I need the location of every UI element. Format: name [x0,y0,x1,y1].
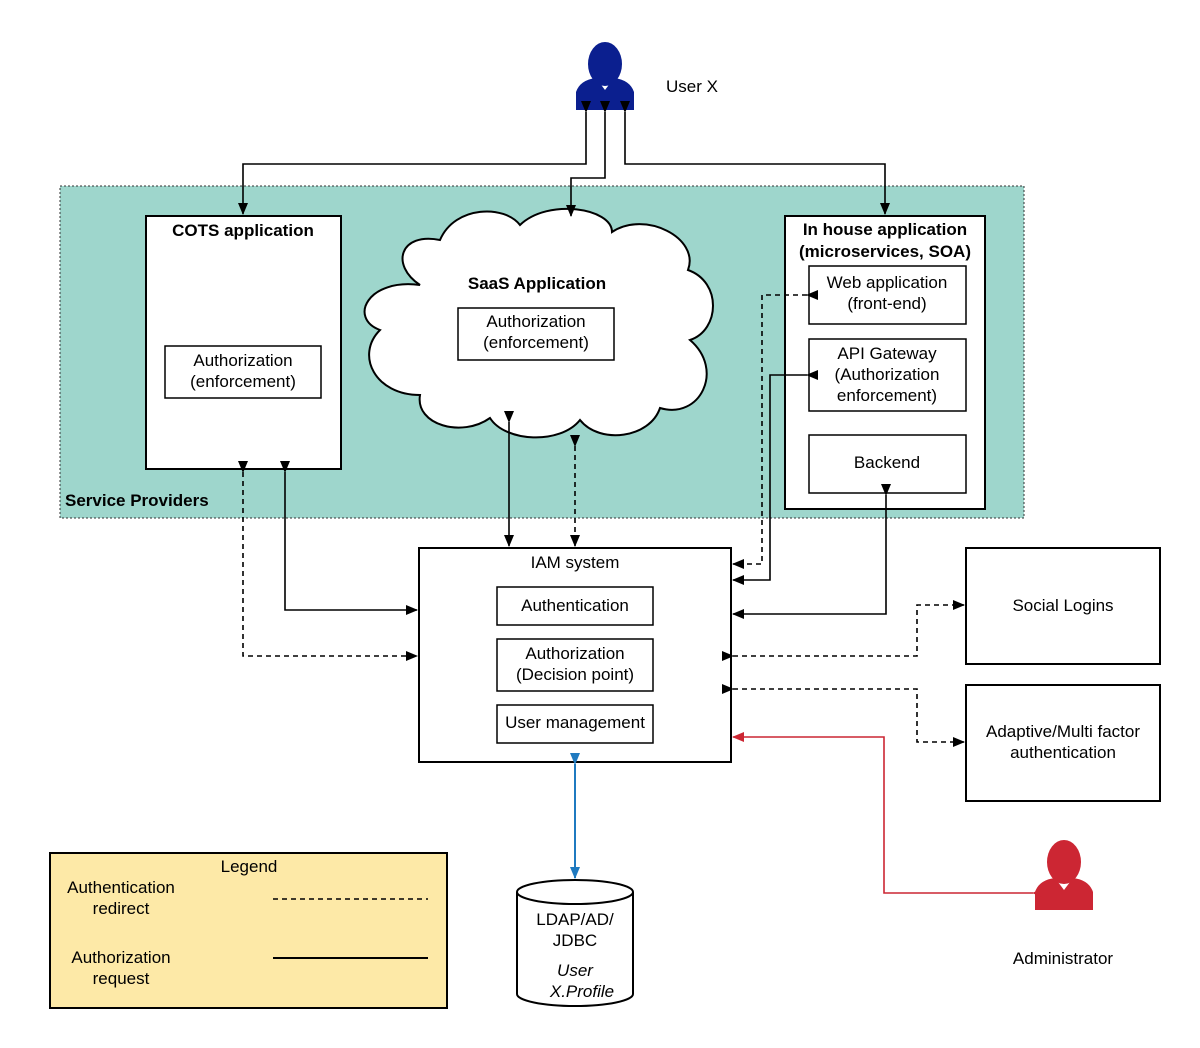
web-application-line2: (front-end) [847,294,926,313]
service-providers-label: Service Providers [65,491,209,510]
admin-user-icon [1035,840,1093,910]
edge-cots-iam-redirect [238,461,418,661]
api-gateway-line3: enforcement) [837,386,937,405]
edge-user-saas [566,101,610,217]
legend-box [49,852,448,1009]
saas-authorization-line2: (enforcement) [483,333,589,352]
iam-authorization-box [496,638,654,692]
iam-authorization-line1: Authorization [525,644,624,663]
mfa-line2: authentication [1010,743,1116,762]
iam-user-management-box [496,704,654,744]
cots-title: COTS application [172,221,314,240]
edge-admin-iam [732,732,1044,898]
social-logins-label: Social Logins [1012,596,1113,615]
iam-authentication-box [496,586,654,626]
cots-authorization-line2: (enforcement) [190,372,296,391]
api-gateway-line2: (Authorization [835,365,940,384]
datastore-line4: X.Profile [549,982,614,1001]
datastore-line2: JDBC [553,931,597,950]
legend-auth-redirect-line2: redirect [93,899,150,918]
edge-user-inhouse [620,101,890,215]
web-application-line1: Web application [827,273,948,292]
inhouse-title-line1: In house application [803,220,967,239]
iam-title: IAM system [531,553,620,572]
iam-authentication-label: Authentication [521,596,629,615]
api-gateway-line1: API Gateway [837,344,937,363]
cots-authorization-box [164,345,322,399]
saas-title: SaaS Application [468,274,606,293]
iam-authorization-line2: (Decision point) [516,665,634,684]
edge-iam-social [722,600,965,661]
legend-auth-redirect-line1: Authentication [67,878,175,897]
legend-authz-request-line2: request [93,969,150,988]
saas-authorization-box [457,307,615,361]
social-logins-box [965,547,1161,665]
datastore-line3: User [557,961,594,980]
legend-title: Legend [221,857,278,876]
edge-iam-mfa [722,684,965,747]
ldap-datastore-cylinder [516,879,634,1007]
backend-label: Backend [854,453,920,472]
cots-application-box [145,215,342,470]
saas-authorization-line1: Authorization [486,312,585,331]
administrator-label: Administrator [1013,949,1113,968]
api-gateway-box [808,338,967,412]
user-icon [576,42,634,110]
iam-user-management-label: User management [505,713,645,732]
inhouse-title-line2: (microservices, SOA) [799,242,971,261]
mfa-line1: Adaptive/Multi factor [986,722,1140,741]
legend-authz-request-line1: Authorization [71,948,170,967]
datastore-line1: LDAP/AD/ [536,910,614,929]
edge-cots-iam-authz [280,461,418,615]
user-x-label: User X [666,77,718,96]
cots-authorization-line1: Authorization [193,351,292,370]
